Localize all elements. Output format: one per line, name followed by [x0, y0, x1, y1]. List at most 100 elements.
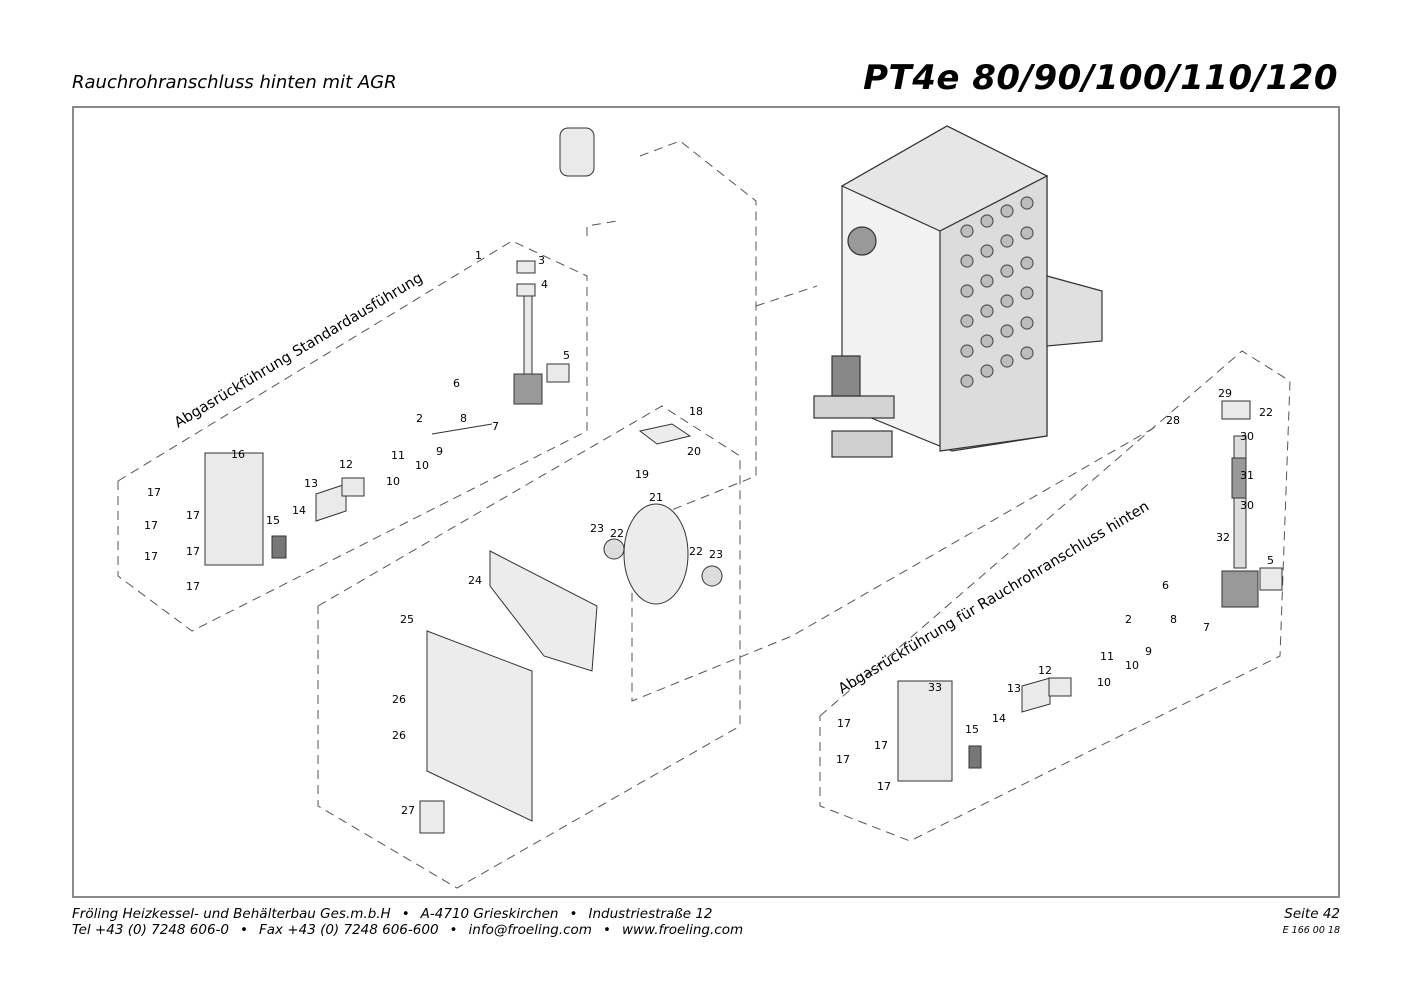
footer-email[interactable]: info@froeling.com	[468, 922, 592, 938]
footer-company: Fröling Heizkessel- und Behälterbau Ges.…	[72, 906, 391, 922]
part-label-7: 7	[492, 420, 499, 433]
part-label-23b: 23	[709, 548, 723, 561]
valve-housing-rear	[1221, 570, 1259, 608]
part-label-17a: 17	[147, 486, 161, 499]
group-outline-casing	[317, 405, 741, 889]
part-label-11-rear: 11	[1100, 650, 1114, 663]
pipe-vertical	[523, 283, 533, 375]
part-label-6-rear: 6	[1162, 579, 1169, 592]
part-label-25: 25	[400, 613, 414, 626]
part-label-15: 15	[266, 514, 280, 527]
part-label-15-rear: 15	[965, 723, 979, 736]
part-29-gasket	[1221, 400, 1251, 420]
part-label-17c: 17	[186, 509, 200, 522]
part-16-panel	[204, 452, 264, 566]
footer-line-1: Fröling Heizkessel- und Behälterbau Ges.…	[72, 906, 713, 922]
part-label-29: 29	[1218, 387, 1232, 400]
part-label-5-rear: 5	[1267, 554, 1274, 567]
part-33-panel	[897, 680, 953, 782]
part-label-14: 14	[292, 504, 306, 517]
part-13-plate	[315, 483, 347, 522]
part-label-22b: 22	[689, 545, 703, 558]
footer-street: Industriestraße 12	[588, 906, 713, 922]
page-number: Seite 42	[1284, 906, 1340, 922]
part-label-17b: 17	[144, 519, 158, 532]
part-label-17d: 17	[144, 550, 158, 563]
part-label-19: 19	[635, 468, 649, 481]
part-label-2-rear: 2	[1125, 613, 1132, 626]
document-code: E 166 00 18	[1282, 925, 1340, 936]
flue-bend	[559, 127, 595, 177]
part-label-24: 24	[468, 574, 482, 587]
part-3-gasket	[516, 260, 536, 274]
casing-parts	[419, 423, 723, 834]
part-label-17c-rear: 17	[874, 739, 888, 752]
part-label-14-rear: 14	[992, 712, 1006, 725]
part-label-10a: 10	[415, 459, 429, 472]
part-24-bracket	[489, 550, 598, 672]
boiler-unit	[813, 125, 1103, 458]
part-5-plate	[546, 363, 570, 383]
part-label-22a: 22	[610, 527, 624, 540]
part-number-labels: 1 3 4 5 6 7 8 2 9 11 10 10 12 13 14 15 1…	[144, 249, 1274, 817]
part-21-elbow	[623, 503, 689, 605]
footer-tel: Tel +43 (0) 7248 606-0	[72, 922, 229, 938]
part-label-33: 33	[928, 681, 942, 694]
standard-group-parts	[204, 127, 595, 566]
part-label-17f: 17	[186, 580, 200, 593]
group-outline-standard	[117, 240, 588, 632]
part-12-flange-rear	[1048, 677, 1072, 697]
footer-line-2: Tel +43 (0) 7248 606-0•Fax +43 (0) 7248 …	[72, 922, 744, 938]
connector-line	[586, 220, 618, 236]
part-label-31: 31	[1240, 469, 1254, 482]
part-15-clamp-rear	[968, 745, 982, 769]
part-15-clamp	[271, 535, 287, 559]
group-label-standard: Abgasrückführung Standardausführung	[172, 270, 426, 431]
part-label-10a-rear: 10	[1125, 659, 1139, 672]
part-label-2: 2	[416, 412, 423, 425]
part-5-plate-rear	[1259, 567, 1283, 591]
model-title: PT4e 80/90/100/110/120	[863, 58, 1338, 98]
valve-housing	[513, 373, 543, 405]
part-25-panel	[426, 630, 533, 822]
part-31-spring	[1231, 457, 1247, 499]
part-label-13-rear: 13	[1007, 682, 1021, 695]
part-label-20: 20	[687, 445, 701, 458]
part-label-30b: 30	[1240, 499, 1254, 512]
part-label-9-rear: 9	[1145, 645, 1152, 658]
part-label-18: 18	[689, 405, 703, 418]
part-label-7-rear: 7	[1203, 621, 1210, 634]
part-label-17a-rear: 17	[837, 717, 851, 730]
group-label-rear: Abgasrückführung für Rauchrohranschluss …	[836, 499, 1152, 698]
drawing-frame	[72, 106, 1340, 898]
part-label-22-rear: 22	[1259, 406, 1273, 419]
part-label-27: 27	[401, 804, 415, 817]
part-label-16: 16	[231, 448, 245, 461]
exploded-parts-drawing: Abgasrückführung Standardausführung Abga…	[117, 125, 1291, 889]
part-4-gasket	[516, 283, 536, 297]
part-label-9: 9	[436, 445, 443, 458]
part-label-11: 11	[391, 449, 405, 462]
part-27-plate	[419, 800, 445, 834]
part-label-10b: 10	[386, 475, 400, 488]
footer-city: A-4710 Grieskirchen	[420, 906, 559, 922]
part-13-plate-rear	[1021, 677, 1051, 713]
footer-web[interactable]: www.froeling.com	[621, 922, 744, 938]
part-20-cover	[638, 423, 692, 445]
group-outline-rear	[819, 350, 1291, 842]
part-label-17d-rear: 17	[877, 780, 891, 793]
part-label-17b-rear: 17	[836, 753, 850, 766]
part-label-8: 8	[460, 412, 467, 425]
part-label-26b: 26	[392, 729, 406, 742]
part-12-flange	[341, 477, 365, 497]
part-label-12-rear: 12	[1038, 664, 1052, 677]
part-label-17e: 17	[186, 545, 200, 558]
part-label-4: 4	[541, 278, 548, 291]
part-label-6: 6	[453, 377, 460, 390]
part-label-28: 28	[1166, 414, 1180, 427]
part-label-32: 32	[1216, 531, 1230, 544]
part-label-13: 13	[304, 477, 318, 490]
part-label-26a: 26	[392, 693, 406, 706]
part-label-21: 21	[649, 491, 663, 504]
part-label-23a: 23	[590, 522, 604, 535]
